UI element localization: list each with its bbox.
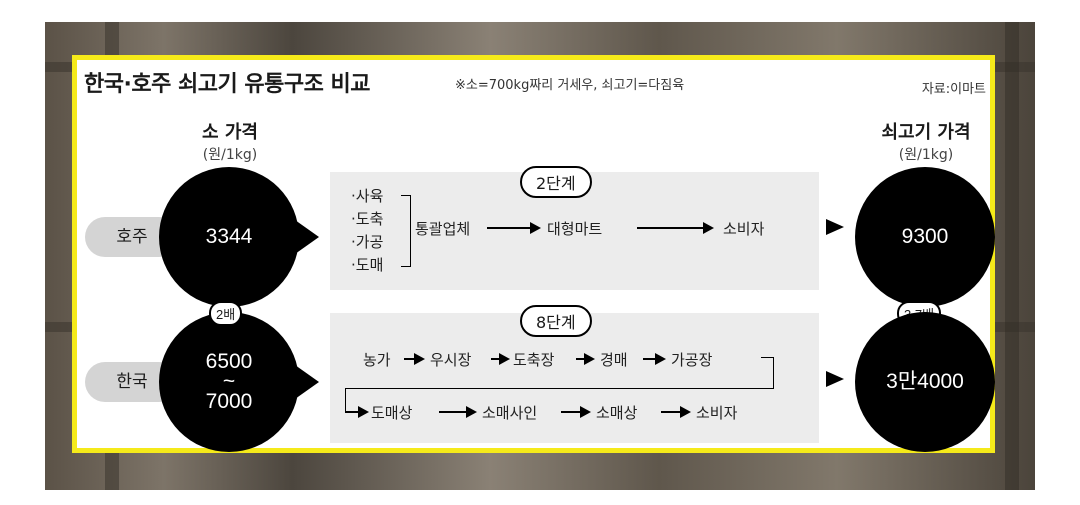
flow-step: 경매 (600, 351, 628, 369)
integrated-item: ·도축 (351, 210, 384, 228)
infographic-card: 한국·호주 쇠고기 유통구조 비교 ※소=700kg짜리 거세우, 쇠고기=다짐… (72, 55, 995, 453)
flow-arrow-head (466, 406, 477, 418)
integrated-item: ·도매 (351, 256, 384, 274)
flow-arrow-head (703, 222, 714, 234)
flow-arrow-head (580, 406, 591, 418)
korea-cattle-price-separator: ~ (222, 370, 236, 393)
flow-step: 소비자 (696, 404, 738, 422)
flow-arrow-head (358, 406, 369, 418)
flow-arrow-line (439, 411, 467, 413)
australia-stage-count: 2단계 (520, 166, 592, 198)
flow-arrow-line (491, 358, 500, 360)
flow-arrow-line (404, 358, 415, 360)
result-arrow (826, 371, 844, 387)
flow-step: 농가 (363, 351, 391, 369)
flow-arrow-head (655, 353, 666, 365)
flow-arrow-head (584, 353, 595, 365)
connector-line (345, 388, 346, 412)
australia-cattle-price-circle: 3344 (159, 167, 299, 307)
pointer-triangle (295, 220, 319, 254)
cattle-price-unit: (원/1kg) (202, 147, 258, 163)
flow-arrow-line (487, 227, 531, 229)
australia-cattle-price: 3344 (205, 225, 253, 248)
korea-cattle-price-high: 7000 (205, 390, 253, 413)
flow-step: 도축장 (513, 351, 555, 369)
flow-step: 소매상 (596, 404, 638, 422)
flow-arrow-line (576, 358, 585, 360)
cattle-price-header: 소 가격 (202, 122, 258, 143)
flow-step: 통괄업체 (415, 220, 471, 238)
flow-step: 대형마트 (547, 220, 603, 238)
flow-step: 소매사인 (482, 404, 538, 422)
bracket-line (401, 195, 410, 196)
connector-line (773, 357, 774, 389)
australia-beef-price: 9300 (901, 225, 949, 248)
flow-arrow-head (414, 353, 425, 365)
integrated-item: ·사육 (351, 187, 384, 205)
result-arrow (826, 219, 844, 235)
flow-step: 우시장 (430, 351, 472, 369)
beef-price-unit: (원/1kg) (898, 147, 954, 163)
korea-beef-price: 3만4000 (886, 370, 964, 393)
korea-stage-count: 8단계 (520, 305, 592, 337)
flow-step: 가공장 (671, 351, 713, 369)
flow-step: 소비자 (723, 220, 765, 238)
korea-beef-price-circle: 3만4000 (855, 312, 995, 452)
flow-arrow-line (661, 411, 681, 413)
connector-line (345, 388, 774, 389)
flow-arrow-line (345, 411, 359, 413)
pointer-triangle (295, 365, 319, 399)
australia-beef-price-circle: 9300 (855, 167, 995, 307)
flow-step: 도매상 (371, 404, 413, 422)
flow-arrow-head (680, 406, 691, 418)
source-label: 자료:이마트 (921, 82, 986, 97)
cattle-price-ratio: 2배 (209, 301, 243, 326)
korea-cattle-price-low: 6500 (205, 350, 253, 373)
infographic-title: 한국·호주 쇠고기 유통구조 비교 (84, 72, 370, 97)
flow-arrow-line (643, 358, 656, 360)
flow-arrow-line (637, 227, 704, 229)
connector-line (761, 357, 774, 358)
bracket-line (401, 266, 410, 267)
footnote: ※소=700kg짜리 거세우, 쇠고기=다짐육 (455, 78, 685, 93)
flow-arrow-line (561, 411, 581, 413)
flow-arrow-head (499, 353, 510, 365)
korea-cattle-price-circle: 6500 ~ 7000 (159, 312, 299, 452)
flow-arrow-head (530, 222, 541, 234)
bracket-line (410, 195, 411, 267)
beef-price-header: 쇠고기 가격 (881, 122, 971, 143)
integrated-item: ·가공 (351, 233, 384, 251)
background-post (1005, 22, 1019, 490)
